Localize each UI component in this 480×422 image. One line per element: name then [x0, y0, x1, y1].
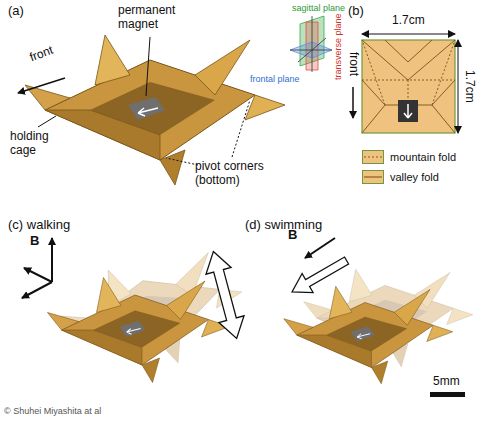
- dimension-line: [362, 34, 455, 35]
- legend-swatch: [362, 150, 384, 164]
- front-arrow: [352, 87, 354, 118]
- plane-label: sagittal plane: [292, 3, 345, 13]
- panel-letter: (a): [8, 4, 24, 19]
- part-label: pivot corners (bottom): [195, 160, 295, 188]
- dimension-label: 1.7cm: [462, 70, 476, 103]
- direction-label: front: [346, 52, 360, 76]
- field-label: B: [30, 234, 39, 249]
- leader-line: [232, 100, 250, 157]
- legend-text: mountain fold: [390, 151, 456, 163]
- motion-arrow: [287, 251, 353, 302]
- anatomical-planes-icon: [290, 16, 332, 72]
- part-label: permanent magnet: [118, 4, 190, 32]
- front-arrow: [18, 78, 65, 93]
- motion-arrow: [201, 248, 249, 342]
- dimension-line: [458, 40, 459, 133]
- direction-label: front: [28, 44, 55, 65]
- origami-robot: [284, 286, 453, 384]
- legend-swatch: [362, 170, 384, 184]
- field-arrow: [305, 238, 335, 258]
- field-arrow: [51, 238, 53, 282]
- legend-text: valley fold: [390, 171, 439, 183]
- plane-label: frontal plane: [250, 74, 300, 84]
- copyright-note: © Shuhei Miyashita at al: [4, 406, 101, 416]
- panel-letter: (b): [348, 4, 364, 19]
- field-arrow: [24, 268, 52, 282]
- part-label: holding cage: [10, 130, 62, 158]
- panel-title: (d) swimming: [245, 218, 322, 233]
- plane-label: transverse plane: [333, 13, 343, 80]
- dimension-label: 1.7cm: [392, 14, 425, 28]
- field-label: B: [288, 228, 297, 243]
- panel-title: (c) walking: [8, 218, 70, 233]
- legend-row: mountain fold: [362, 150, 456, 164]
- legend-row: valley fold: [362, 170, 439, 184]
- leader-line: [38, 116, 56, 127]
- leader-line: [146, 37, 150, 96]
- field-arrow: [22, 282, 52, 298]
- crease-pattern: [362, 40, 455, 133]
- origami-robot: [48, 278, 230, 383]
- scale-label: 5mm: [433, 375, 460, 389]
- leader-line: [166, 158, 198, 165]
- scale-bar: [430, 392, 465, 397]
